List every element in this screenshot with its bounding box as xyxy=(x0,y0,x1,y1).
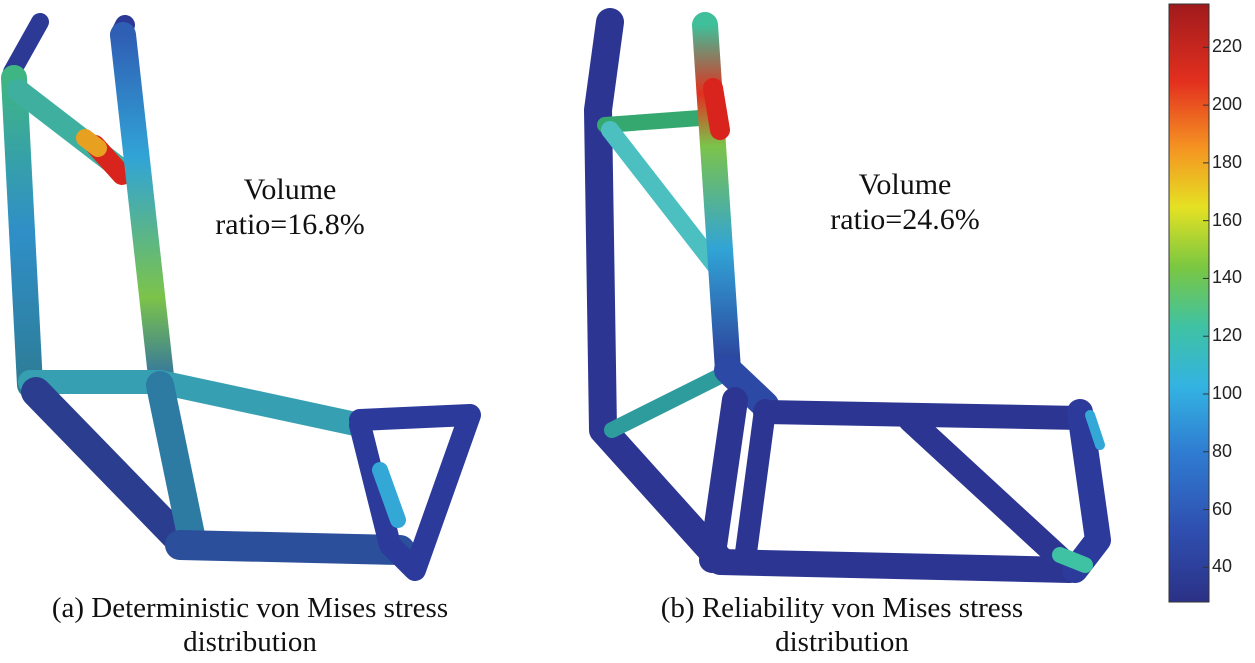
colorbar-ticks xyxy=(1203,46,1209,568)
truss-b-lower-column-2 xyxy=(734,399,776,571)
truss-a-bottom-beam xyxy=(165,530,415,565)
truss-b-right-accent-top xyxy=(1085,410,1105,450)
colorbar-tick-label: 60 xyxy=(1212,498,1233,519)
truss-a xyxy=(1,13,481,581)
truss-b xyxy=(584,8,1111,583)
truss-b-left-chord xyxy=(584,8,734,574)
panel-a-volume-line1: Volume xyxy=(243,173,337,206)
truss-b-lower-column xyxy=(699,387,748,573)
colorbar-tick-label: 180 xyxy=(1212,151,1243,172)
colorbar-tick-label: 220 xyxy=(1212,36,1243,57)
truss-b-diagonal xyxy=(898,408,1074,572)
truss-a-hotspot-edge xyxy=(76,129,107,157)
panel-b-volume-ratio: Volume ratio=24.6% xyxy=(795,168,1015,238)
panel-b-caption: (b) Reliability von Mises stress distrib… xyxy=(572,592,1112,659)
truss-b-knee xyxy=(714,356,779,419)
panel-a-volume-ratio: Volume ratio=16.8% xyxy=(180,173,400,243)
truss-a-right-frame xyxy=(349,404,481,581)
truss-a-central-column xyxy=(110,22,175,398)
truss-b-bottom-beam xyxy=(707,549,1083,583)
truss-b-main-column xyxy=(692,12,741,383)
colorbar-tick-label: 80 xyxy=(1212,440,1233,461)
truss-a-lower-diagonal xyxy=(21,377,195,555)
colorbar-tick-label: 140 xyxy=(1212,267,1243,288)
panel-a-caption-line2: distribution xyxy=(183,625,317,658)
truss-a-left-vertical xyxy=(1,65,43,398)
truss-b-right-accent xyxy=(1052,547,1093,573)
colorbar xyxy=(1168,3,1210,603)
panel-b-volume-line2: ratio=24.6% xyxy=(830,202,980,236)
panel-b-caption-line2: distribution xyxy=(775,625,909,658)
colorbar-tick-label: 200 xyxy=(1212,94,1243,115)
colorbar-tick-label: 160 xyxy=(1212,209,1243,230)
colorbar-gradient-bar xyxy=(1168,3,1210,603)
panel-b-caption-line1: (b) Reliability von Mises stress xyxy=(660,592,1024,624)
panel-b-volume-line1: Volume xyxy=(858,168,952,201)
panel-a-volume-line2: ratio=16.8% xyxy=(215,207,365,241)
panel-a-caption-line1: (a) Deterministic von Mises stress xyxy=(51,592,449,624)
truss-a-right-accent xyxy=(372,462,406,528)
truss-a-top-hook-left xyxy=(3,13,49,81)
truss-b-top-beam xyxy=(753,400,1092,430)
colorbar-tick-label: 40 xyxy=(1212,556,1233,577)
colorbar-tick-label: 120 xyxy=(1212,325,1243,346)
truss-b-upper-brace xyxy=(597,110,708,133)
truss-b-hotspot xyxy=(703,78,730,140)
truss-b-lower-diagonal xyxy=(604,364,736,438)
truss-b-upper-diagonal xyxy=(601,121,724,274)
truss-a-lower-column xyxy=(146,371,206,554)
colorbar-tick-label: 100 xyxy=(1212,383,1243,403)
panel-a-caption: (a) Deterministic von Mises stress distr… xyxy=(0,592,500,659)
